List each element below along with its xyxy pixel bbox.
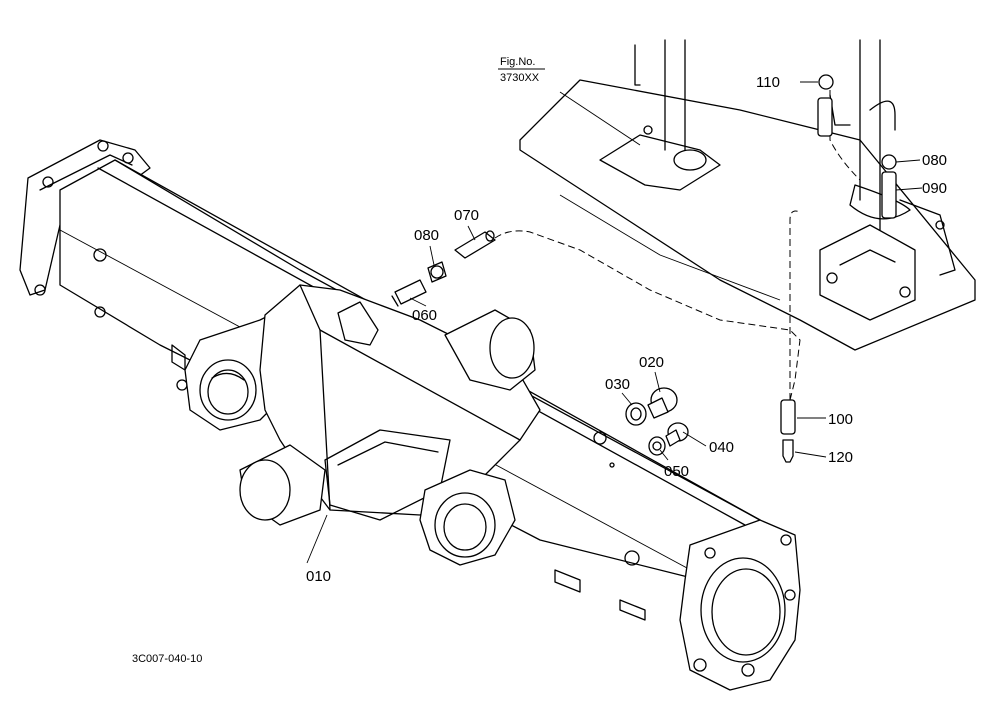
breather-piping — [494, 90, 861, 401]
part-label-060: 060 — [412, 307, 437, 324]
part-070-hose — [454, 230, 496, 259]
part-040-plug — [665, 422, 689, 447]
frame-assembly — [519, 39, 976, 351]
part-label-070: 070 — [454, 207, 479, 224]
drawing-code: 3C007-040-10 — [132, 653, 202, 665]
part-label-120: 120 — [828, 449, 853, 466]
part-label-080a: 080 — [414, 227, 439, 244]
part-label-010: 010 — [306, 568, 331, 585]
leader-lines — [306, 81, 923, 564]
axle-housing — [19, 139, 801, 691]
part-label-080b: 080 — [922, 152, 947, 169]
part-050-washer — [648, 436, 666, 456]
fig-no-value: 3730XX — [500, 72, 540, 84]
part-080-clamp — [427, 261, 447, 283]
part-label-110: 110 — [756, 74, 780, 91]
part-120-fitting — [782, 439, 794, 463]
part-label-040: 040 — [709, 439, 734, 456]
figure-reference: Fig.No. 3730XX — [498, 56, 545, 84]
part-label-020: 020 — [639, 354, 664, 371]
part-100-hose — [780, 399, 796, 435]
part-label-030: 030 — [605, 376, 630, 393]
part-label-050: 050 — [664, 463, 689, 480]
part-020-plug — [647, 387, 678, 419]
part-110-clamp — [817, 74, 834, 137]
part-label-100: 100 — [828, 411, 853, 428]
part-label-090: 090 — [922, 180, 947, 197]
part-030-washer — [625, 402, 647, 426]
fig-no-label: Fig.No. — [500, 56, 535, 68]
part-090-hose — [881, 154, 897, 219]
part-060-fitting — [391, 279, 427, 307]
